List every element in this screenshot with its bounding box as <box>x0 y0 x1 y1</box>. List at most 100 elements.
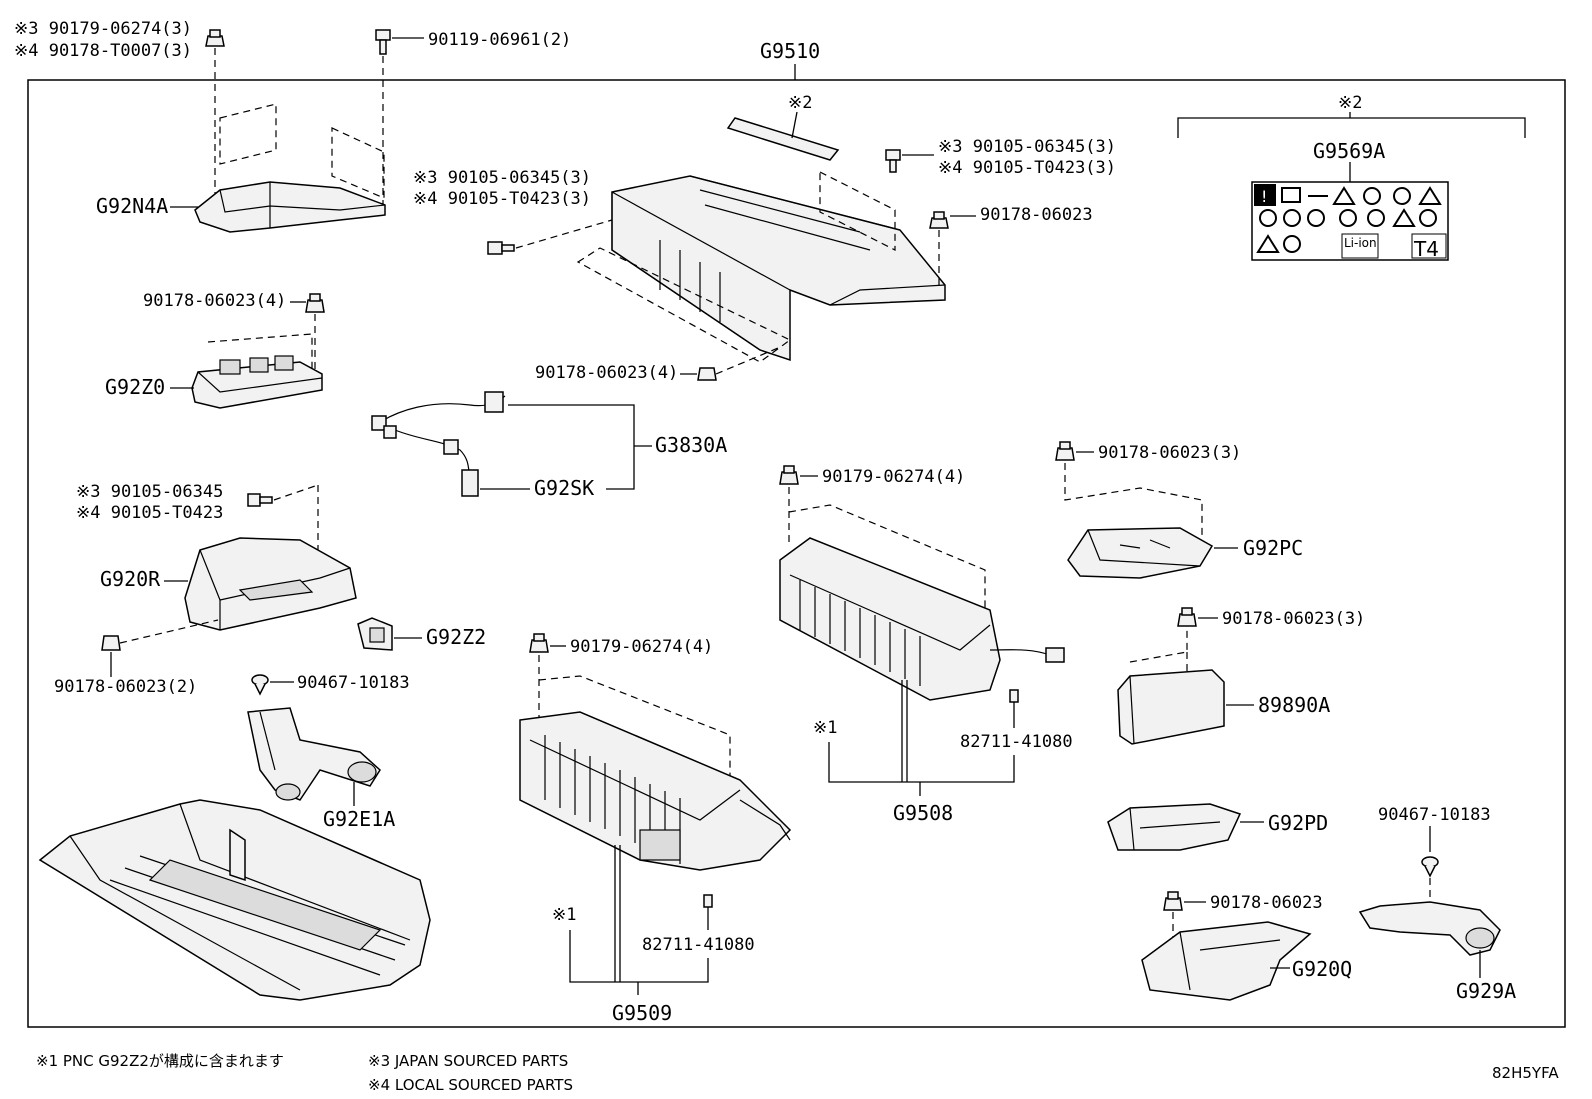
label-cover-lower: G92PD <box>1268 811 1328 835</box>
footnote-4: ※4 LOCAL SOURCED PARTS <box>368 1076 573 1094</box>
label-clip: G92Z2 <box>426 625 486 649</box>
label-bolt-center-b: ※4 90105-T0423(3) <box>413 189 591 209</box>
air-duct-g92e1a <box>247 707 381 801</box>
label-sensor-right: 82711-41080 <box>960 732 1073 752</box>
label-block: G92Z0 <box>105 375 165 399</box>
label-duct-lower: G920Q <box>1292 957 1352 981</box>
label-stack-center-mark: ※1 <box>552 905 576 925</box>
clip-g92z2 <box>357 617 393 651</box>
label-harness: G3830A <box>655 433 727 457</box>
label-nut-stack-center: 90179-06274(4) <box>570 637 713 657</box>
prohibited-icon <box>1283 209 1301 227</box>
duct-g929a <box>1358 901 1501 956</box>
prohibited-icon <box>1363 187 1381 205</box>
ecu-89890a <box>1117 669 1225 745</box>
label-duct-right: G929A <box>1456 979 1516 1003</box>
label-bolt-bracket-b: ※4 90105-T0423 <box>76 503 223 523</box>
label-fastener-top-left-b: ※4 90178-T0007(3) <box>14 41 192 61</box>
diagram-code: 82H5YFA <box>1492 1064 1559 1082</box>
label-nut-duct-lower: 90178-06023 <box>1210 893 1323 913</box>
label-nut-stack-right: 90179-06274(4) <box>822 467 965 487</box>
junction-block-g92z0 <box>191 355 323 409</box>
sensor-connector <box>461 469 479 497</box>
prohibited-icon <box>1367 209 1385 227</box>
warning-label-sheet: ! Li-ion T4 <box>1251 181 1449 261</box>
label-bracket: G920R <box>100 567 161 591</box>
caution-icon <box>1392 208 1416 227</box>
label-group-mark: ※2 <box>1338 93 1362 113</box>
label-sheet-code: G9569A <box>1313 139 1385 163</box>
clip-icon <box>251 674 269 696</box>
upper-tray <box>611 175 946 362</box>
label-bolt-right-b: ※4 90105-T0423(3) <box>938 158 1116 178</box>
bolt-icon <box>487 241 515 255</box>
battery-stack-g9509 <box>519 711 792 871</box>
label-clip-right: 90467-10183 <box>1378 805 1491 825</box>
wire-harness <box>371 391 506 497</box>
clip-icon <box>1421 856 1439 878</box>
nut-icon <box>1177 607 1197 627</box>
svg-text:!: ! <box>1261 187 1267 206</box>
nut-icon <box>529 633 549 653</box>
label-sensor-center: 82711-41080 <box>642 935 755 955</box>
label-nut-bracket: 90178-06023(2) <box>54 677 197 697</box>
label-nut-right: 90178-06023 <box>980 205 1093 225</box>
label-stack-right-mark: ※1 <box>813 718 837 738</box>
prohibited-icon <box>1393 187 1411 205</box>
recycle-icon <box>1419 209 1437 227</box>
prohibited-icon <box>1339 209 1357 227</box>
prohibited-icon <box>1283 235 1301 253</box>
nut-icon <box>929 211 949 229</box>
label-nut-block: 90178-06023(4) <box>143 291 286 311</box>
label-gasket-mark: ※2 <box>788 93 812 113</box>
temperature-sensor <box>703 894 713 908</box>
label-harness-sub: G92SK <box>534 476 594 500</box>
label-stack-right: G9508 <box>893 801 953 825</box>
manual-icon <box>1281 187 1301 203</box>
nut-icon <box>1163 891 1183 911</box>
nut-icon <box>205 29 225 47</box>
bracket-g920r <box>184 537 357 631</box>
label-bolt-top: 90119-06961(2) <box>428 30 571 50</box>
label-bolt-center-a: ※3 90105-06345(3) <box>413 168 591 188</box>
bolt-icon <box>247 493 273 507</box>
footnote-1: ※1 PNC G92Z2が構成に含まれます <box>36 1052 284 1070</box>
nut-icon <box>779 465 799 485</box>
battery-stack-g9508 <box>779 537 1065 701</box>
prohibited-icon <box>1259 209 1277 227</box>
nut-icon <box>1055 441 1075 461</box>
label-nut-bottom-tray: 90178-06023(4) <box>535 363 678 383</box>
cover-g92pd <box>1107 803 1242 851</box>
label-fastener-top-left-a: ※3 90179-06274(3) <box>14 19 192 39</box>
label-t4: T4 <box>1413 237 1439 261</box>
label-cover-right: G92PC <box>1243 536 1303 560</box>
footnote-3: ※3 JAPAN SOURCED PARTS <box>368 1052 568 1070</box>
assembly-frame <box>27 79 1566 1028</box>
label-stack-center: G9509 <box>612 1001 672 1025</box>
label-bolt-bracket-a: ※3 90105-06345 <box>76 482 223 502</box>
label-ecu: 89890A <box>1258 693 1330 717</box>
label-duct: G92E1A <box>323 807 395 831</box>
caution-icon <box>1256 234 1280 253</box>
bolt-icon <box>375 29 391 55</box>
label-nut-cover-right: 90178-06023(3) <box>1098 443 1241 463</box>
gasket-sheet <box>726 117 840 161</box>
nut-icon <box>697 367 717 381</box>
cover-g92n4a <box>194 181 386 233</box>
label-nut-ecu: 90178-06023(3) <box>1222 609 1365 629</box>
cover-g92pc <box>1067 527 1214 579</box>
temperature-sensor <box>1009 689 1019 703</box>
prohibited-icon <box>1307 209 1325 227</box>
label-li-ion: Li-ion <box>1344 236 1377 250</box>
warning-icon <box>1254 184 1276 206</box>
nut-icon <box>305 293 325 313</box>
label-clip-duct: 90467-10183 <box>297 673 410 693</box>
nut-icon <box>101 635 121 651</box>
caution-icon <box>1418 186 1442 205</box>
duct-g920q <box>1141 921 1312 1001</box>
lower-battery-tray <box>38 799 431 1001</box>
label-bolt-right-a: ※3 90105-06345(3) <box>938 137 1116 157</box>
bolt-icon <box>885 149 901 173</box>
